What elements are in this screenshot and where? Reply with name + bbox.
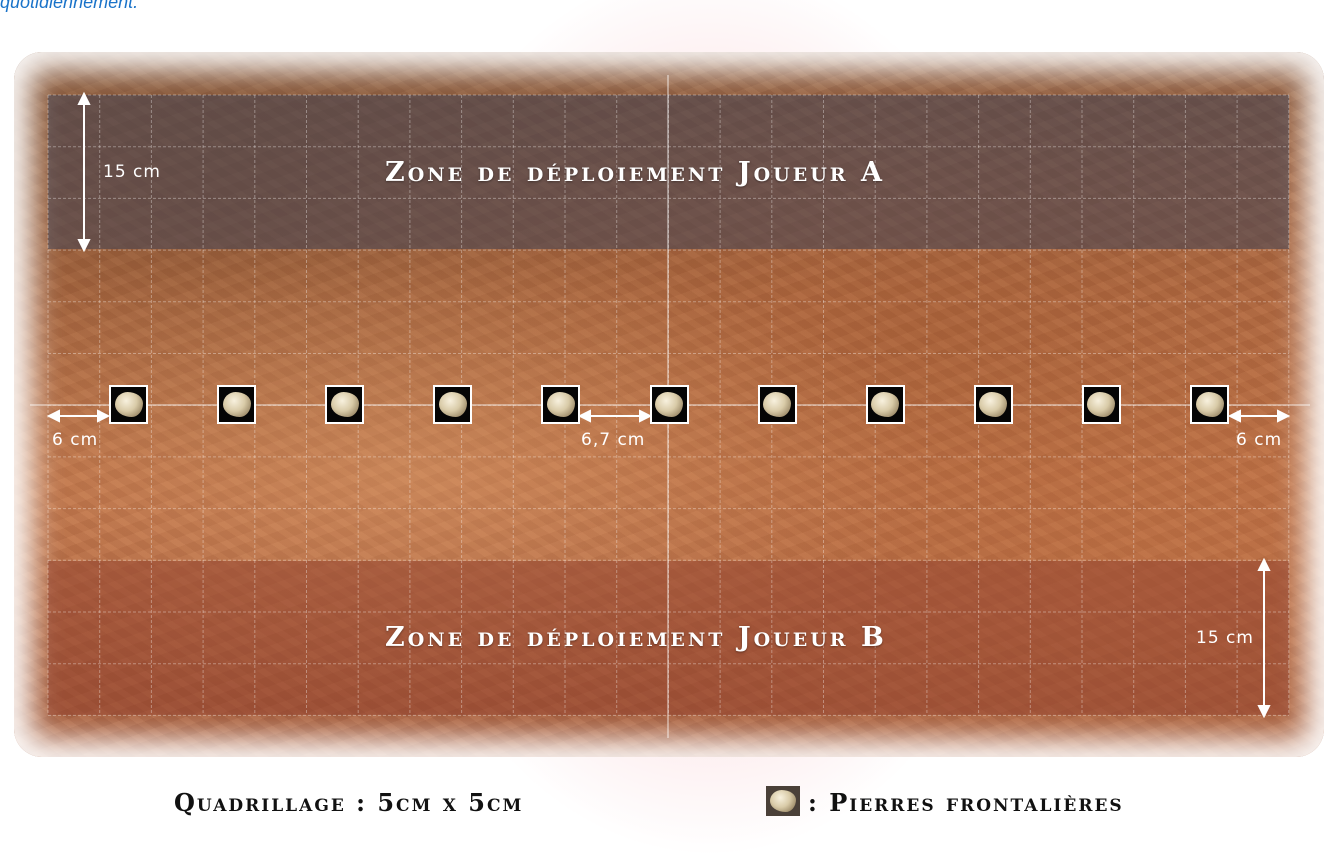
zone-a-depth-label: 15 cm xyxy=(103,162,161,182)
zone-b-depth-label: 15 cm xyxy=(1196,628,1254,648)
rock-icon xyxy=(763,392,791,417)
rock-icon xyxy=(331,392,359,417)
rock-icon xyxy=(1196,392,1224,417)
stone-spacing-label: 6,7 cm xyxy=(581,430,645,450)
rock-icon xyxy=(439,392,467,417)
border-stone-5 xyxy=(541,385,580,424)
legend-grid: Quadrillage : 5cm x 5cm xyxy=(174,788,523,817)
legend-stones: : Pierres frontalières xyxy=(808,788,1124,817)
rock-icon xyxy=(223,392,251,417)
border-stone-11 xyxy=(1190,385,1229,424)
border-stone-7 xyxy=(758,385,797,424)
rock-icon xyxy=(547,392,575,417)
rock-icon xyxy=(655,392,683,417)
border-stone-8 xyxy=(866,385,905,424)
rock-icon xyxy=(115,392,143,417)
zone-a-label: Zone de déploiement Joueur A xyxy=(385,157,885,188)
zone-b-label: Zone de déploiement Joueur B xyxy=(385,622,887,653)
border-stone-4 xyxy=(433,385,472,424)
rock-icon xyxy=(1087,392,1115,417)
legend-rock-icon xyxy=(766,786,800,816)
border-stone-10 xyxy=(1082,385,1121,424)
left-edge-label: 6 cm xyxy=(52,430,98,450)
border-stone-6 xyxy=(650,385,689,424)
right-edge-label: 6 cm xyxy=(1236,430,1282,450)
border-stone-9 xyxy=(974,385,1013,424)
border-stone-2 xyxy=(217,385,256,424)
border-stone-3 xyxy=(325,385,364,424)
rock-icon xyxy=(979,392,1007,417)
rock-icon xyxy=(871,392,899,417)
border-stone-1 xyxy=(109,385,148,424)
